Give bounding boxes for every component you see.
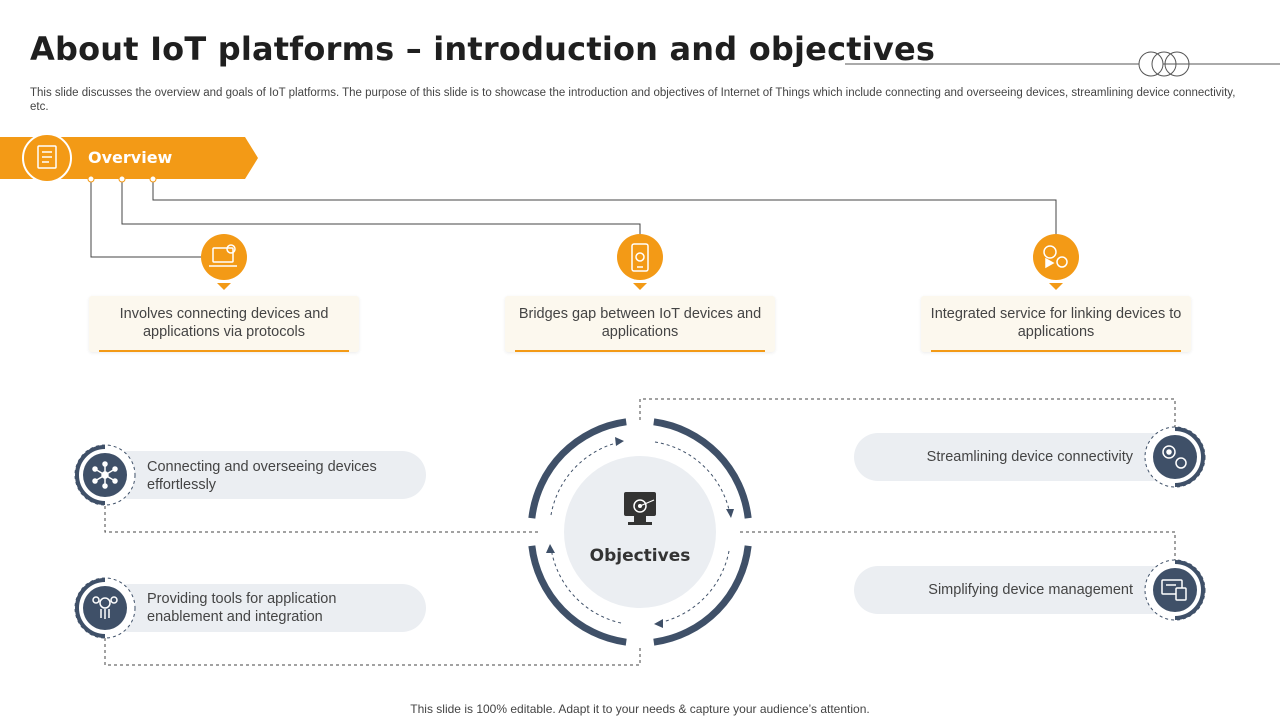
objective-pill bbox=[105, 451, 426, 499]
card-accent-bar bbox=[99, 350, 349, 352]
objective-text: Connecting and overseeing devices effort… bbox=[147, 459, 377, 493]
overview-card-text: Involves connecting devices and applicat… bbox=[119, 306, 329, 340]
overview-card: Integrated service for linking devices t… bbox=[921, 296, 1191, 352]
objective-text: Simplifying device management bbox=[928, 582, 1133, 598]
page-title: About IoT platforms – introduction and o… bbox=[30, 30, 936, 68]
card-accent-bar bbox=[931, 350, 1181, 352]
card-accent-bar bbox=[515, 350, 765, 352]
objective-text: Providing tools for application enableme… bbox=[147, 591, 337, 625]
overview-label: Overview bbox=[88, 148, 173, 167]
objective-pill bbox=[854, 566, 1175, 614]
slide-description: This slide discusses the overview and go… bbox=[30, 87, 1236, 113]
overview-card-text: Bridges gap between IoT devices and appl… bbox=[518, 306, 762, 340]
footer-note: This slide is 100% editable. Adapt it to… bbox=[410, 702, 870, 716]
overview-card-text: Integrated service for linking devices t… bbox=[930, 306, 1182, 340]
objectives-center-label: Objectives bbox=[589, 546, 691, 566]
objective-pill bbox=[854, 433, 1175, 481]
objective-pill bbox=[105, 584, 426, 632]
overview-card: Bridges gap between IoT devices and appl… bbox=[505, 296, 775, 352]
objective-text: Streamlining device connectivity bbox=[926, 449, 1133, 465]
overview-card: Involves connecting devices and applicat… bbox=[89, 296, 359, 352]
